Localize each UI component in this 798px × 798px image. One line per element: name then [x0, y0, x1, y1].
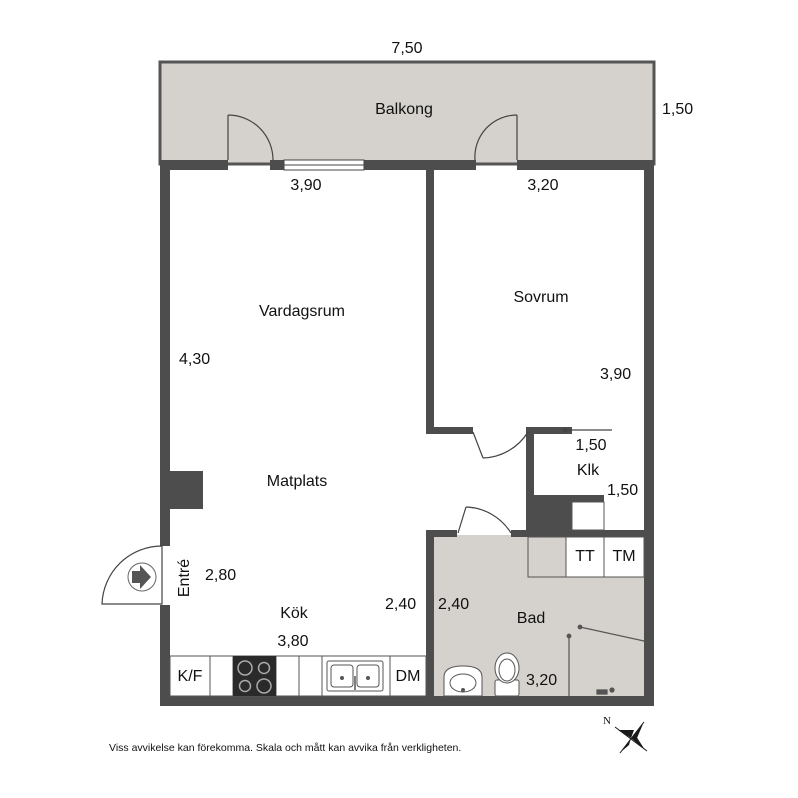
washbasin-icon	[443, 665, 483, 697]
stove-icon	[233, 656, 276, 696]
balcony-depth-dimension: 1,50	[662, 101, 694, 118]
closet-depth-dimension: 1,50	[607, 482, 639, 499]
bathroom-width-dimension: 3,20	[526, 672, 558, 689]
balcony-label: Balkong	[375, 101, 433, 118]
compass-north-label: N	[603, 715, 611, 727]
living-width-dimension: 3,90	[290, 177, 322, 194]
bedroom-depth-dimension: 3,90	[600, 366, 632, 383]
balcony-window	[283, 159, 365, 171]
entrance-depth-dimension: 2,80	[205, 567, 237, 584]
entrance-label: Entré	[176, 558, 194, 598]
overall-width-dimension: 7,50	[391, 40, 423, 57]
kitchen-counter	[169, 655, 427, 697]
compass-icon	[614, 721, 648, 754]
laundry-appliances	[527, 536, 645, 578]
shower-icon	[566, 624, 645, 696]
balcony	[158, 60, 656, 166]
disclaimer-text: Viss avvikelse kan förekomma. Skala och …	[109, 742, 462, 754]
entrance-arrow-icon	[127, 562, 157, 592]
kitchen-depth-dimension: 2,40	[385, 596, 417, 613]
bathroom-label: Bad	[516, 610, 546, 627]
kitchen-sink-icon	[326, 660, 384, 692]
kitchen-width-dimension: 3,80	[277, 633, 309, 650]
dining-label: Matplats	[266, 473, 328, 490]
bathroom-depth-dimension: 2,40	[438, 596, 470, 613]
fridge-freezer-label: K/F	[177, 668, 203, 685]
tumble-dryer-label: TT	[575, 548, 595, 565]
living-room-label: Vardagsrum	[259, 303, 345, 320]
bedroom-label: Sovrum	[513, 289, 569, 306]
kitchen-label: Kök	[280, 605, 308, 622]
dishwasher-label: DM	[395, 668, 421, 685]
closet-width-dimension: 1,50	[575, 437, 607, 454]
living-depth-dimension: 4,30	[179, 351, 211, 368]
closet-label: Klk	[576, 462, 600, 479]
closet-shelf	[571, 501, 605, 531]
toilet-icon	[494, 652, 520, 697]
bedroom-width-dimension: 3,20	[527, 177, 559, 194]
walls	[160, 160, 654, 706]
washing-machine-label: TM	[612, 548, 636, 565]
